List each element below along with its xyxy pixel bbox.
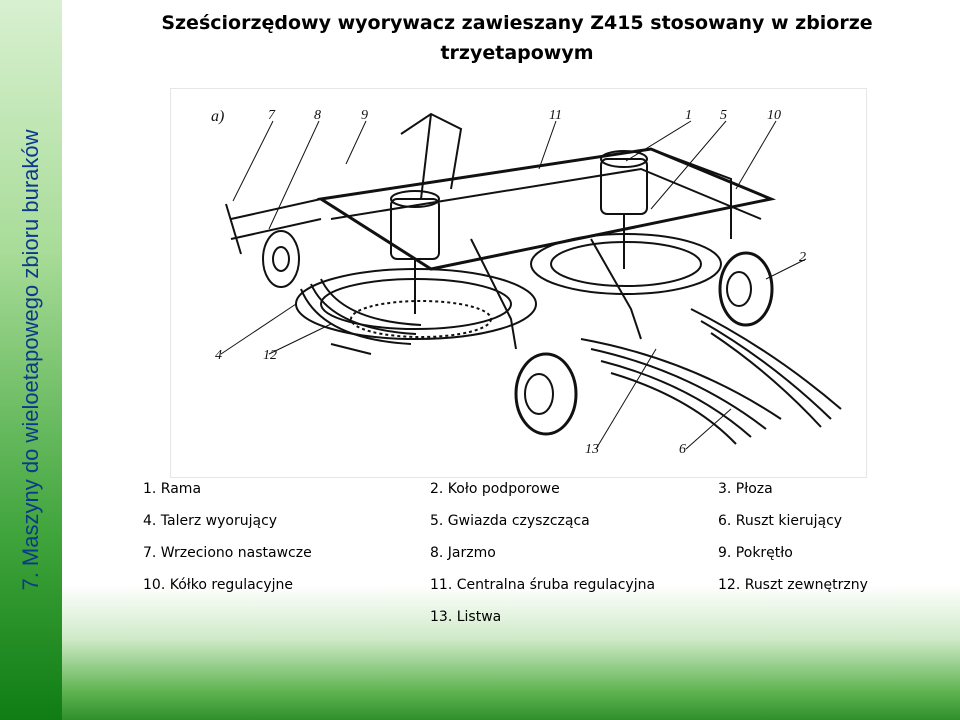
legend-item: 2. Koło podporowe xyxy=(430,481,560,497)
legend-item: 6. Ruszt kierujący xyxy=(718,513,843,529)
callout-8: 8 xyxy=(314,108,321,123)
legend-item: 7. Wrzeciono nastawcze xyxy=(143,545,312,561)
callout-10: 10 xyxy=(767,108,781,123)
section-title-vertical: 7. Maszyny do wieloetapowego zbioru bura… xyxy=(18,129,43,591)
panel-label: a) xyxy=(211,108,224,125)
legend-item: 5. Gwiazda czyszcząca xyxy=(430,513,590,529)
parts-legend: 1. Rama 2. Koło podporowe 3. Płoza 4. Ta… xyxy=(143,481,943,641)
machine-drawing-svg: a) 7 8 9 11 1 5 10 2 4 12 13 6 xyxy=(211,108,842,457)
legend-item: 12. Ruszt zewnętrzny xyxy=(718,577,868,593)
legend-row: 1. Rama 2. Koło podporowe 3. Płoza xyxy=(143,481,943,513)
slide-title: Sześciorzędowy wyorywacz zawieszany Z415… xyxy=(161,12,873,64)
legend-item: 13. Listwa xyxy=(430,609,502,625)
callout-2: 2 xyxy=(799,250,806,265)
legend-item: 9. Pokrętło xyxy=(718,545,793,561)
callout-12: 12 xyxy=(263,348,277,363)
sidebar-bar: 7. Maszyny do wieloetapowego zbioru bura… xyxy=(0,0,62,720)
callout-1: 1 xyxy=(685,108,692,123)
callout-11: 11 xyxy=(549,108,562,123)
callout-13: 13 xyxy=(585,442,599,457)
legend-item: 8. Jarzmo xyxy=(430,545,496,561)
legend-row: 4. Talerz wyorujący 5. Gwiazda czyszcząc… xyxy=(143,513,943,545)
legend-item: 10. Kółko regulacyjne xyxy=(143,577,294,593)
legend-row: 13. Listwa xyxy=(143,609,943,641)
bottom-gradient-band xyxy=(62,585,960,720)
callout-9: 9 xyxy=(361,108,368,123)
legend-row: 10. Kółko regulacyjne 11. Centralna śrub… xyxy=(143,577,943,609)
callout-5: 5 xyxy=(720,108,727,123)
legend-row: 7. Wrzeciono nastawcze 8. Jarzmo 9. Pokr… xyxy=(143,545,943,577)
legend-item: 4. Talerz wyorujący xyxy=(143,513,278,529)
callout-6: 6 xyxy=(679,442,686,457)
callout-7: 7 xyxy=(268,108,276,123)
callout-4: 4 xyxy=(215,348,222,363)
legend-item: 11. Centralna śruba regulacyjna xyxy=(430,577,656,593)
legend-item: 3. Płoza xyxy=(718,481,773,497)
legend-item: 1. Rama xyxy=(143,481,202,497)
machine-drawing: a) 7 8 9 11 1 5 10 2 4 12 13 6 xyxy=(170,88,867,478)
